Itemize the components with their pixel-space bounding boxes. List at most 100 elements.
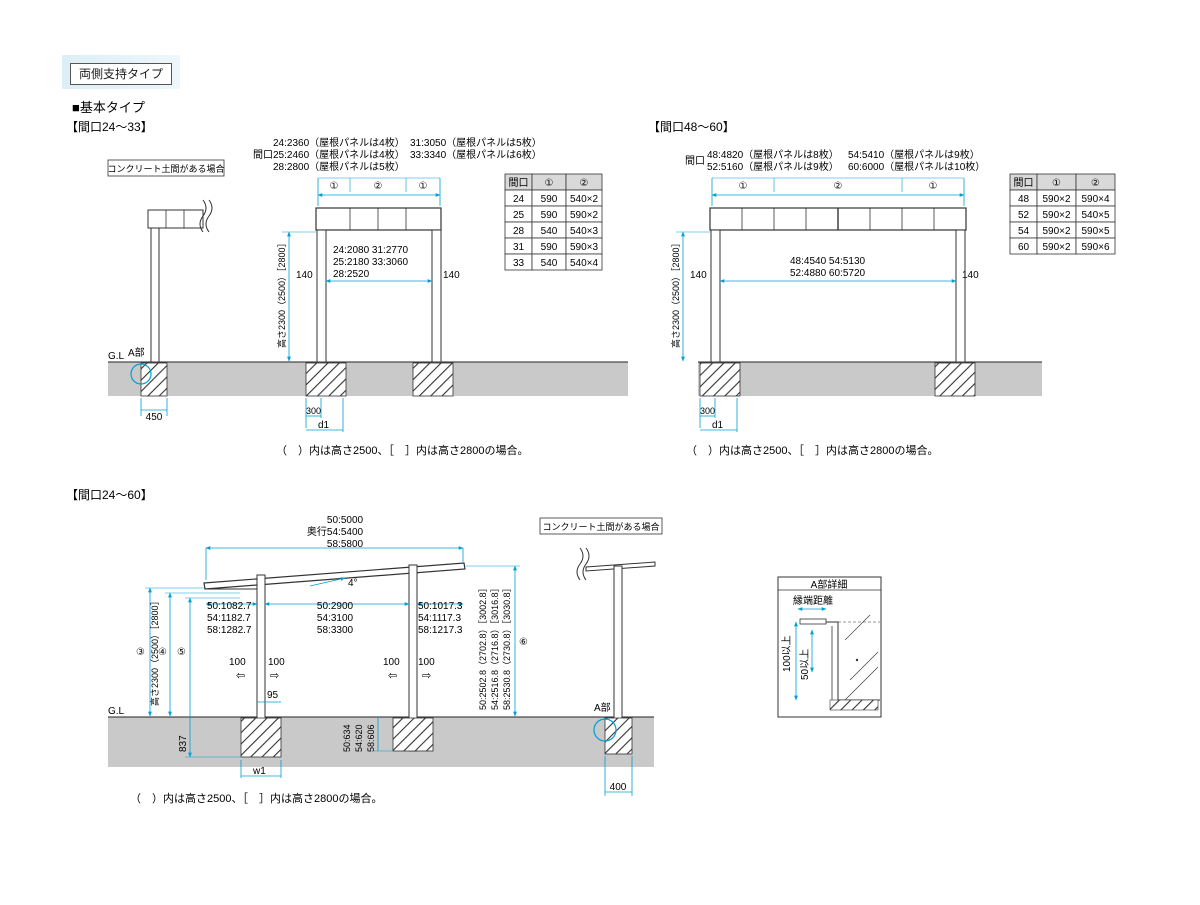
table-cell-text: 590 <box>541 242 558 253</box>
width-line-1: 48:4820（屋根パネルは8枚） <box>707 148 839 161</box>
embed-3: 58:606 <box>366 724 376 752</box>
table-cell-text: 590×2 <box>1042 194 1071 205</box>
post-right <box>431 229 442 363</box>
section-title: ■基本タイプ <box>72 100 145 115</box>
width-line-2: 52:5160（屋根パネルは9枚） <box>707 160 839 173</box>
ground-band <box>108 717 654 767</box>
diagram-maguchi-24-60-side: G.L 50:5000 奥行54:5400 58:5800 4° 50:1082… <box>108 515 663 805</box>
embed-2: 54:620 <box>354 724 364 752</box>
inner-width-2: 25:2180 33:3060 <box>333 257 409 268</box>
arrow-left-icon: ⇦ <box>236 670 245 682</box>
table-cell-text: 590×3 <box>570 242 599 253</box>
footing-right <box>934 362 976 397</box>
circle-4: ④ <box>158 647 167 658</box>
bracket-front <box>208 588 258 600</box>
span-label-2: ② <box>834 181 843 192</box>
table-header-text: ① <box>1052 178 1061 189</box>
width-prefix: 間口 <box>253 149 273 161</box>
mid-line-2: 54:3100 <box>317 613 354 624</box>
table-cell-text: 33 <box>513 258 525 269</box>
depth-line-1: 50:5000 <box>327 515 364 526</box>
heading-maguchi-24-60: 【間口24～60】 <box>66 488 153 502</box>
width-line-3: 28:2800（屋根パネルは5枚） <box>273 160 405 173</box>
table-header-text: ② <box>580 178 589 189</box>
span-label-1: ① <box>739 181 748 192</box>
dim-50-above: 50以上 <box>799 649 811 680</box>
mid-line-1: 50:2900 <box>317 601 354 612</box>
footing-front <box>240 717 282 758</box>
inner-width-3: 28:2520 <box>333 269 370 280</box>
post-left <box>316 229 327 363</box>
table-cell-text: 25 <box>513 210 525 221</box>
a-part-label: A部 <box>594 701 611 714</box>
table-cell-text: 590 <box>541 210 558 221</box>
table-cell-text: 540×4 <box>570 258 599 269</box>
arrow-right-icon: ⇨ <box>422 670 431 682</box>
width-line-3: 54:5410（屋根パネルは9枚） <box>848 148 980 161</box>
dim-d1: d1 <box>318 420 330 431</box>
embed-1: 50:634 <box>342 724 352 752</box>
side-offset-right: 140 <box>962 270 979 281</box>
diagram-maguchi-24-33: コンクリート土間がある場合 A部 G.L 450 24 <box>107 136 628 457</box>
width-line-5: 33:3340（屋根パネルは6枚） <box>410 148 542 161</box>
a-part-circle <box>593 718 617 742</box>
side-offset-left: 140 <box>296 270 313 281</box>
dim-300: 300 <box>306 406 321 416</box>
left-over-3: 58:1282.7 <box>207 625 252 636</box>
table-cell-text: 590×2 <box>1042 210 1071 221</box>
circle-5: ⑤ <box>177 647 186 658</box>
table-cell-text: 28 <box>513 226 525 237</box>
concrete-post <box>613 565 623 745</box>
table-cell-text: 54 <box>1018 226 1030 237</box>
width-line-4: 60:6000（屋根パネルは10枚） <box>848 160 985 173</box>
ground-band <box>698 362 1042 396</box>
table-cell-text: 590×2 <box>1042 242 1071 253</box>
arrow-left-icon: ⇦ <box>388 670 397 682</box>
gl-label: G.L <box>108 706 125 717</box>
span-label-2: ② <box>374 181 383 192</box>
span-label-3: ① <box>929 181 938 192</box>
table-header-text: ① <box>545 178 554 189</box>
table-cell-text: 60 <box>1018 242 1030 253</box>
a-part-detail: A部詳細 縁端距離 100以上 50以上 <box>777 576 882 718</box>
span-label-1: ① <box>330 181 339 192</box>
width-prefix: 間口 <box>685 155 705 167</box>
width-line-2: 25:2460（屋根パネルは4枚） <box>273 148 405 161</box>
concrete-footing <box>140 362 168 397</box>
note-2: （ ）内は高さ2500、［ ］内は高さ2800の場合。 <box>686 443 938 457</box>
height-label: 高さ2300（2500）［2800］ <box>670 238 681 348</box>
table-cell <box>565 253 603 271</box>
inner-width-2: 52:4880 60:5720 <box>790 268 866 279</box>
concrete-post <box>150 227 160 363</box>
move-label-2: 100 <box>268 657 285 668</box>
table-header-text: 間口 <box>1014 177 1034 189</box>
heading-maguchi-24-33: 【間口24～33】 <box>66 120 153 134</box>
concrete-label: コンクリート土間がある場合 <box>107 163 224 174</box>
depth-line-3: 58:5800 <box>327 539 364 550</box>
note-3: （ ）内は高さ2500、［ ］内は高さ2800の場合。 <box>130 791 382 805</box>
concrete-roof <box>147 209 204 229</box>
angle-label: 4° <box>348 578 358 589</box>
span-label-3: ① <box>419 181 428 192</box>
table-cell-text: 540×2 <box>570 194 599 205</box>
circle-3: ③ <box>136 647 145 658</box>
inner-width-1: 24:2080 31:2770 <box>333 245 409 256</box>
heading-maguchi-48-60: 【間口48～60】 <box>648 120 735 134</box>
table-cell-text: 590×2 <box>570 210 599 221</box>
a-part-label: A部 <box>128 346 145 359</box>
right-over-2: 54:1117.3 <box>418 613 461 624</box>
type-badge: 両側支持タイプ <box>70 63 172 85</box>
depth-line-2: 奥行54:5400 <box>307 525 364 538</box>
post-right <box>955 229 966 363</box>
width-line-4: 31:3050（屋根パネルは5枚） <box>410 136 542 149</box>
post-left <box>710 229 721 363</box>
table-header-text: 間口 <box>509 177 529 189</box>
table-cell-text: 48 <box>1018 194 1030 205</box>
table-cell-text: 52 <box>1018 210 1030 221</box>
table-cell-text: 540×3 <box>570 226 599 237</box>
inner-width-1: 48:4540 54:5130 <box>790 256 866 267</box>
sloped-roof <box>203 562 466 590</box>
dim-837: 837 <box>178 735 189 752</box>
concrete-label: コンクリート土間がある場合 <box>542 521 659 532</box>
